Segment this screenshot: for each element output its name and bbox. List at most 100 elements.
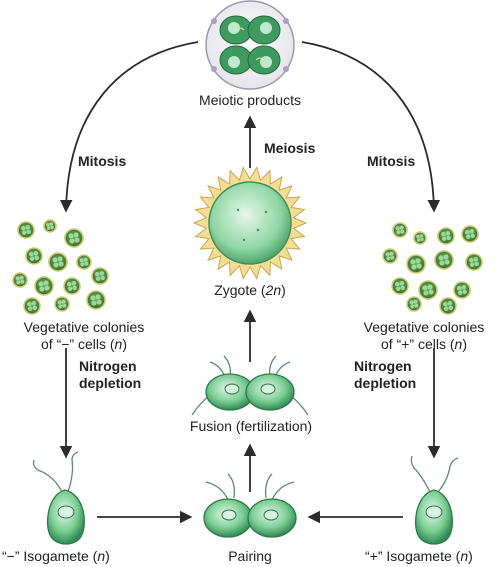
colony-cell-dot — [58, 304, 63, 309]
colony-cell-dot — [95, 294, 101, 300]
colony-cell — [23, 297, 41, 315]
colony-cell-dot — [83, 257, 88, 262]
colony-cell-dot — [469, 262, 475, 267]
colony-cell-dot — [68, 233, 74, 239]
colony-cell-dot — [395, 286, 401, 291]
colony-cell-dot — [439, 260, 445, 266]
colony-cell-dot — [52, 257, 58, 263]
colony-cell — [12, 272, 28, 288]
colony-cell-dot — [57, 256, 63, 262]
colony-cell-dot — [386, 256, 391, 261]
colony-cell — [461, 225, 479, 243]
colony-cell — [434, 250, 454, 270]
colony-cell-dot — [413, 299, 418, 304]
colony-cell-dot — [90, 295, 96, 301]
colony-cell-dot — [390, 255, 395, 260]
colony-cell — [17, 221, 35, 239]
colony-cell-dot — [67, 286, 73, 291]
colony-cell-dot — [100, 275, 106, 281]
colony-cell — [413, 231, 427, 245]
colony-cell-dot — [473, 257, 479, 262]
colony-cell-dot — [410, 259, 416, 265]
meiotic-products-label: Meiotic products — [199, 92, 301, 108]
colony-cell-dot — [44, 285, 50, 291]
arrow-mitosis-left — [59, 41, 199, 213]
colony-cell-dot — [416, 263, 422, 269]
colony-cell-dot — [438, 255, 444, 261]
colony-cell-dot — [422, 285, 428, 291]
colony-cell-dot — [53, 262, 59, 268]
colony-cell — [34, 276, 54, 296]
colony-cell-dot — [443, 306, 449, 311]
colony-cell-dot — [96, 299, 102, 305]
meiotic-products-icon — [205, 0, 295, 90]
colony-cell-dot — [457, 290, 463, 295]
colony-cell-dot — [416, 238, 421, 242]
colony-cell-dot — [79, 258, 84, 263]
colony-cell-dot — [26, 229, 31, 235]
colony-cell-dot — [50, 225, 54, 230]
colony-cell-dot — [46, 222, 50, 227]
colony-cell-dot — [411, 264, 417, 270]
colony-cell-dot — [80, 262, 85, 267]
colony-cell — [43, 219, 57, 233]
colony-cell-dot — [95, 271, 100, 277]
colony-cell-dot — [95, 276, 101, 281]
colony-cell-dot — [71, 281, 77, 286]
colony-cell-dot — [31, 301, 37, 306]
colony-cell-dot — [399, 225, 404, 230]
colony-cell — [54, 296, 70, 312]
colony-cell-dot — [448, 305, 453, 311]
colony-cell-dot — [400, 229, 405, 234]
colony-cell-dot — [84, 261, 89, 266]
colony-cell-dot — [67, 281, 72, 287]
colony-cell — [439, 297, 457, 315]
colony-cell-dot — [420, 237, 424, 242]
colony-cell-dot — [16, 280, 21, 285]
colony-cell-dot — [46, 226, 51, 230]
arrow-mitosis-right — [301, 41, 441, 213]
isogamete-minus-label: “−” Isogamete (n) — [2, 548, 110, 564]
vegetative-colonies-minus-label: Vegetative colonies of “−” cells (n) — [23, 319, 145, 352]
colony-cell-dot — [49, 222, 54, 226]
colony-cell-dot — [25, 225, 31, 230]
colony-cell — [418, 280, 438, 300]
colony-cell — [406, 254, 426, 274]
colony-cell-dot — [443, 254, 449, 260]
colony-cell — [392, 222, 408, 238]
colony-cell — [86, 290, 106, 310]
colony-cell — [406, 296, 422, 312]
colony-cell-dot — [29, 251, 34, 257]
mitosis-right-label: Mitosis — [367, 153, 416, 169]
colony-cell-dot — [62, 303, 67, 308]
colony-cell — [48, 252, 68, 272]
colony-cell — [76, 254, 92, 270]
mitosis-left-label: Mitosis — [78, 153, 127, 169]
colony-cell-dot — [57, 300, 62, 305]
colony-cell — [465, 253, 483, 271]
nitrogen-depletion-left-label: Nitrogen depletion — [79, 358, 142, 391]
meiosis-label: Meiosis — [264, 140, 316, 156]
colony-cell-dot — [396, 230, 401, 235]
colony-cell-dot — [469, 257, 474, 263]
colony-cell-dot — [445, 231, 451, 236]
colony-cell-dot — [58, 261, 64, 267]
isogamete-plus-icon — [410, 455, 459, 545]
fusion-cell-icon — [191, 355, 309, 416]
colony-cell-dot — [21, 225, 26, 231]
arrows — [59, 41, 441, 524]
colony-cell-dot — [419, 234, 424, 238]
colony-cell-dot — [32, 305, 37, 311]
colony-cell — [25, 247, 43, 265]
colony-cell-dot — [446, 235, 451, 241]
colony-cell — [91, 267, 109, 285]
colony-cell-dot — [461, 285, 467, 290]
colony-cell-dot — [19, 275, 24, 280]
isogamete-plus-label: “+” Isogamete (n) — [365, 548, 473, 564]
colony-cell-dot — [73, 232, 79, 238]
colony-cell-dot — [441, 236, 447, 241]
vegetative-colonies-plus-icon — [382, 222, 483, 315]
colony-cell-dot — [34, 255, 39, 261]
colony-cell-dot — [410, 304, 415, 309]
